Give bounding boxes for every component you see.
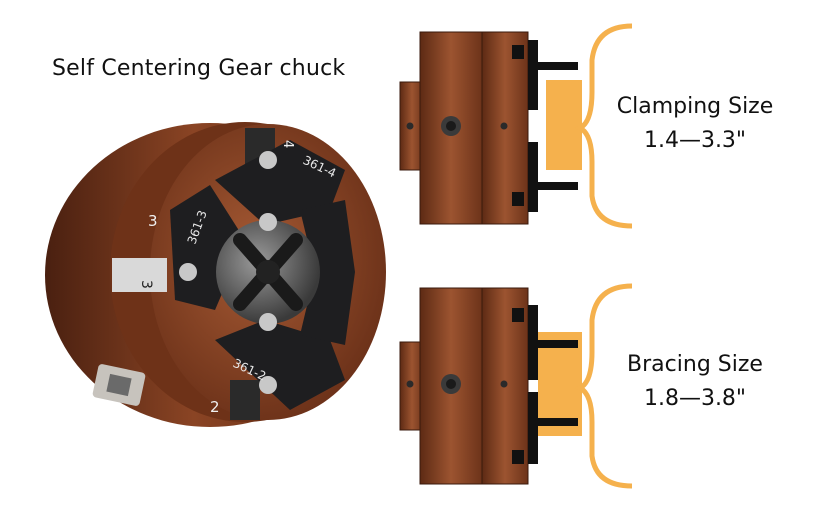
clamping-size-label: Clamping Size	[616, 94, 774, 119]
screw-icon	[259, 213, 277, 231]
slot-number: 3	[138, 280, 154, 289]
bracing-size-label: Bracing Size	[627, 352, 763, 377]
clamping-size-range: 1.4—3.3"	[643, 128, 747, 153]
clamping-bracket	[574, 23, 633, 229]
clamping-label-block: Clamping Size 1.4—3.3"	[600, 90, 790, 158]
jaw-number-left: 3	[148, 212, 158, 230]
bracing-bracket	[574, 283, 633, 489]
clamped-workpiece	[546, 80, 582, 170]
hub-center	[256, 260, 280, 284]
page-title: Self Centering Gear chuck	[52, 56, 346, 81]
jaw-slot-bottom	[230, 380, 260, 420]
bracing-size-range: 1.8—3.8"	[643, 386, 747, 411]
key-socket-hole	[106, 373, 132, 397]
gear-chuck-image: 361-4 361-3 361-2 4 3 3 2	[45, 122, 386, 427]
screw-icon	[179, 263, 197, 281]
jaw-slot-left	[112, 258, 167, 292]
clamping-diagram	[399, 23, 633, 229]
jaw-bottom	[215, 320, 345, 410]
screw-icon	[259, 313, 277, 331]
screw-icon	[259, 151, 277, 169]
bracing-label-block: Bracing Size 1.8—3.8"	[600, 348, 790, 416]
jaw-number-top: 4	[280, 140, 295, 148]
jaw-number-bottom: 2	[210, 398, 220, 416]
screw-icon	[259, 376, 277, 394]
jaw-top	[215, 140, 345, 225]
bracing-diagram	[399, 283, 633, 489]
